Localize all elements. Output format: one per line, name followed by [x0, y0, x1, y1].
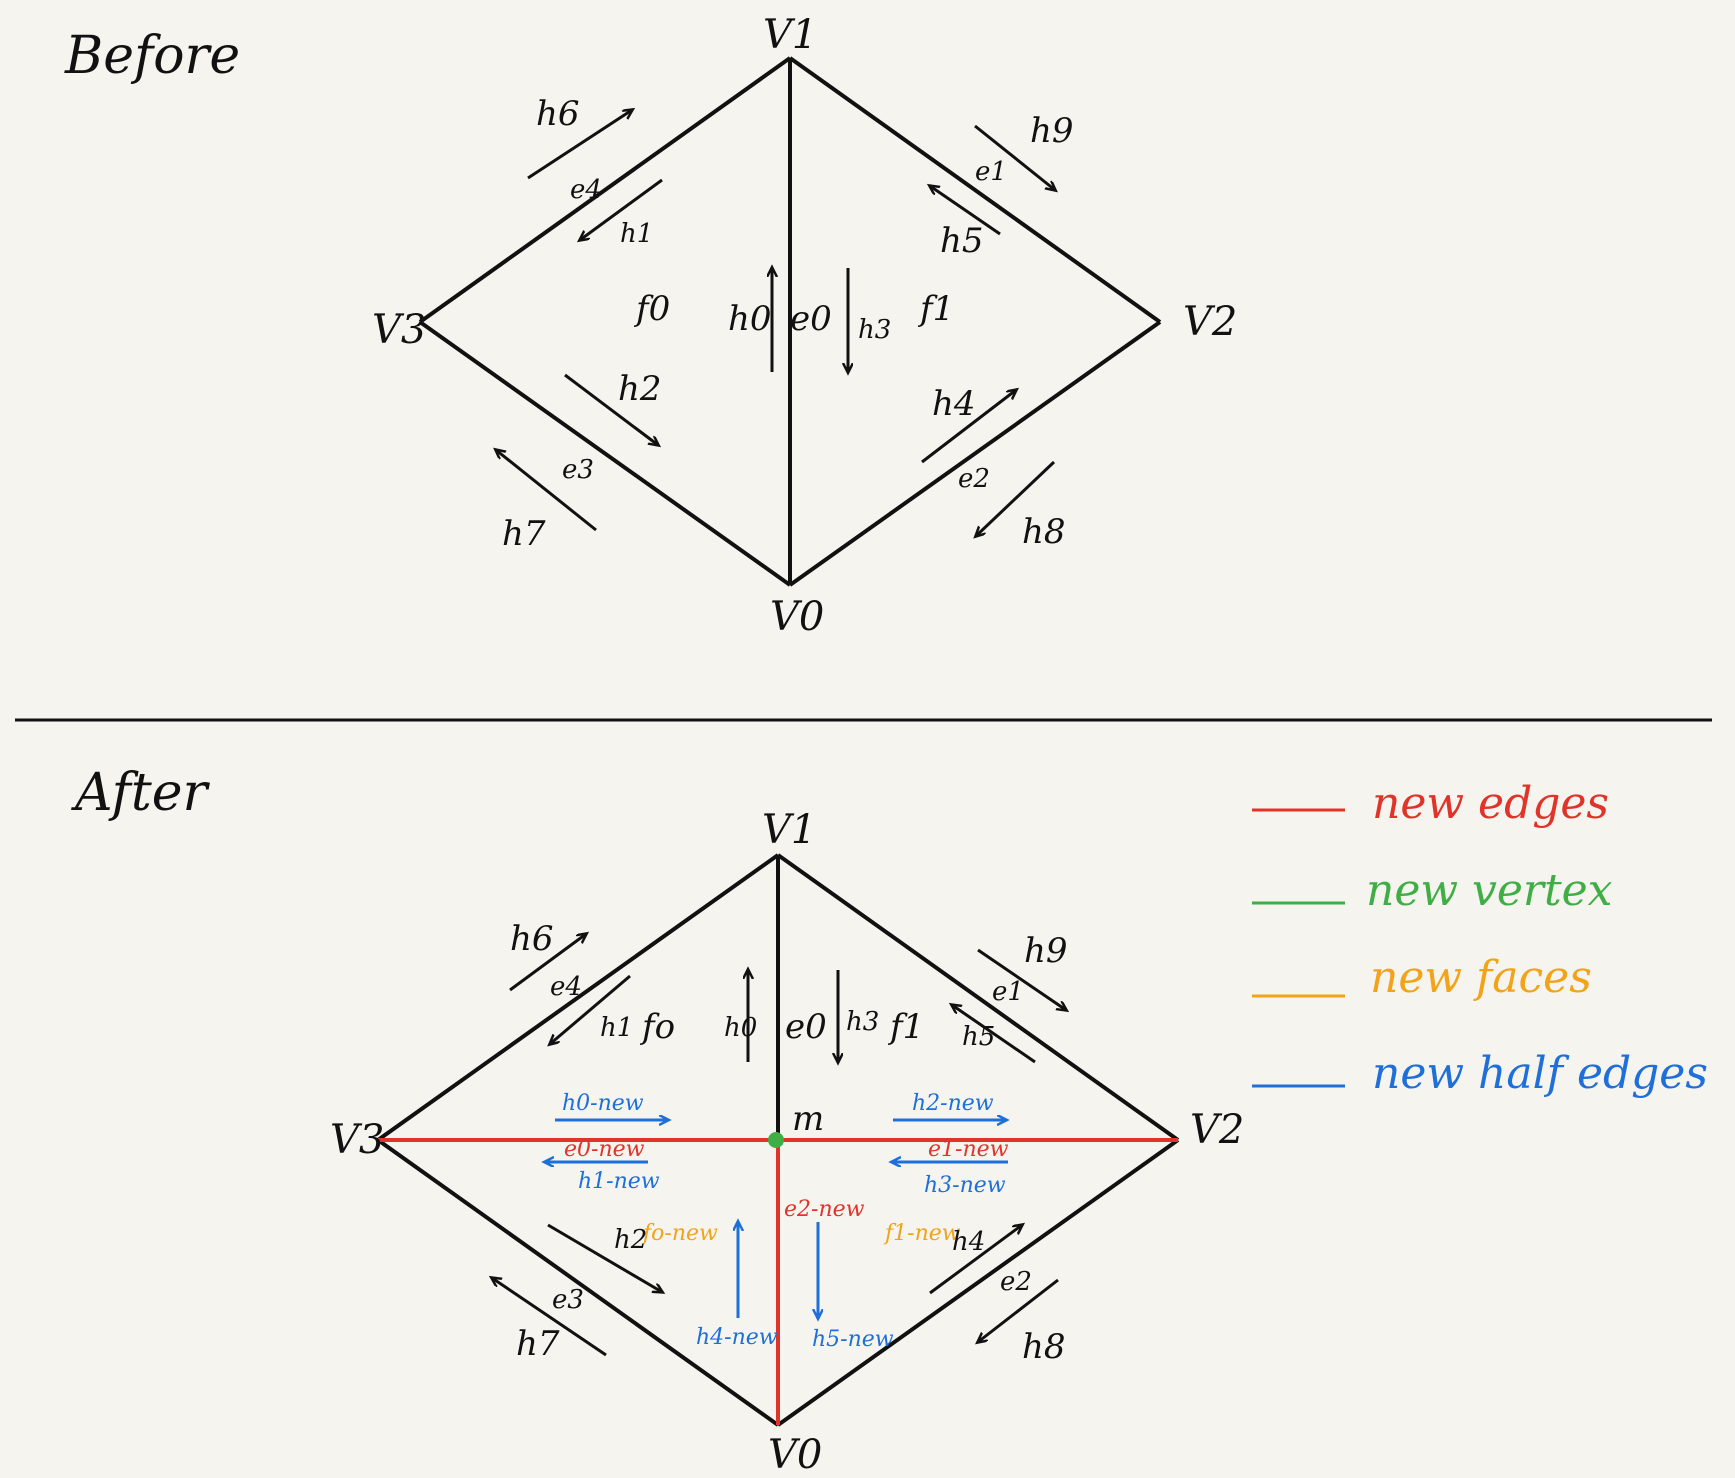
after-vertex-v0: V0 [768, 1432, 822, 1478]
after-vertex-v3: V3 [330, 1117, 384, 1163]
after-edge-e2-line [776, 1138, 1180, 1427]
before-face-f0: f0 [633, 289, 670, 329]
before-h8-arrow [976, 460, 1056, 536]
legend-item-new-vertex: new vertex [1252, 865, 1613, 916]
before-h5-arrow [930, 186, 1001, 236]
after-face-f1: f1 [887, 1007, 924, 1047]
after-halfedge-h2-new: h2-new [912, 1091, 994, 1116]
legend-label-new-half-edges: new half edges [1372, 1048, 1708, 1099]
after-halfedge-h3-new: h3-new [924, 1173, 1006, 1198]
after-halfedge-h4-new: h4-new [696, 1325, 778, 1350]
legend: new edges new vertex new faces new half … [1252, 778, 1708, 1099]
before-edge-e1-line [788, 56, 1162, 324]
after-halfedge-h2: h2 [614, 1225, 647, 1255]
before-edge-e0: e0 [790, 299, 832, 339]
before-halfedge-h3: h3 [858, 315, 891, 345]
after-h6-arrow [509, 934, 586, 992]
after-h8-arrow [978, 1278, 1059, 1342]
after-edge-e0-new: e0-new [564, 1137, 645, 1162]
after-halfedge-h0-new: h0-new [562, 1091, 644, 1116]
after-halfedge-h1: h1 [600, 1013, 633, 1043]
legend-label-new-edges: new edges [1372, 778, 1609, 829]
before-h4-arrow [921, 390, 1016, 464]
before-h7-arrow [496, 450, 597, 532]
legend-item-new-faces: new faces [1252, 952, 1592, 1003]
before-edge-e4: e4 [570, 175, 602, 205]
before-halfedge-h0: h0 [728, 299, 772, 339]
legend-label-new-faces: new faces [1370, 952, 1592, 1003]
after-edge-e4-line [376, 853, 780, 1142]
before-face-f1: f1 [917, 289, 954, 329]
before-edge-e3: e3 [562, 455, 594, 485]
after-halfedge-h9: h9 [1024, 931, 1068, 971]
before-edge-e2: e2 [958, 464, 990, 494]
before-h9-arrow [974, 124, 1055, 190]
after-halfedge-h3: h3 [846, 1007, 879, 1037]
after-h1-arrow [550, 974, 631, 1044]
after-vertex-m: m [792, 1099, 824, 1139]
after-new-vertex-m-dot [768, 1132, 784, 1148]
after-mesh [376, 853, 1180, 1427]
before-vertex-v0: V0 [770, 594, 824, 640]
after-edge-e2: e2 [1000, 1267, 1032, 1297]
before-h1-arrow [580, 178, 663, 240]
before-edge-e1: e1 [975, 157, 1007, 187]
before-halfedge-h8: h8 [1022, 512, 1066, 552]
after-edge-e1: e1 [992, 977, 1024, 1007]
before-title: Before [64, 26, 240, 86]
before-edge-e2-line [788, 320, 1162, 587]
after-section: After [71, 763, 1244, 1478]
after-halfedge-h6: h6 [510, 919, 554, 959]
before-halfedge-h9: h9 [1030, 111, 1074, 151]
legend-item-new-edges: new edges [1252, 778, 1609, 829]
before-halfedge-h4: h4 [932, 384, 976, 424]
after-halfedge-h8: h8 [1022, 1327, 1066, 1367]
after-halfedge-h7: h7 [516, 1324, 560, 1364]
after-vertex-v1: V1 [762, 807, 816, 853]
after-halfedge-h5: h5 [962, 1022, 995, 1052]
after-h2-arrow [547, 1223, 662, 1292]
before-mesh [418, 56, 1162, 587]
before-halfedge-h5: h5 [940, 221, 984, 261]
after-h7-arrow [492, 1278, 607, 1357]
before-vertex-v2: V2 [1183, 299, 1237, 345]
before-vertex-v3: V3 [372, 307, 426, 353]
before-halfedge-h6: h6 [536, 94, 580, 134]
before-edge-e4-line [418, 56, 792, 324]
before-halfedge-arrows [496, 110, 1055, 536]
before-halfedge-h2: h2 [618, 369, 662, 409]
after-face-f1-new: f1-new [883, 1221, 961, 1246]
before-vertex-v1: V1 [763, 12, 817, 58]
after-halfedge-h1-new: h1-new [578, 1169, 660, 1194]
after-halfedge-h0: h0 [724, 1013, 757, 1043]
after-h4-arrow [929, 1225, 1022, 1295]
after-edge-e1-line [776, 853, 1180, 1142]
after-halfedge-arrows [492, 934, 1066, 1357]
before-halfedge-h1: h1 [620, 219, 653, 249]
after-edge-e2-new: e2-new [784, 1197, 865, 1222]
after-edge-e1-new: e1-new [928, 1137, 1009, 1162]
after-new-halfedge-arrows [545, 1120, 1008, 1318]
after-halfedge-h5-new: h5-new [812, 1327, 894, 1352]
after-edge-e0: e0 [785, 1007, 827, 1047]
after-halfedge-h4: h4 [952, 1227, 985, 1257]
before-h6-arrow [527, 110, 632, 180]
legend-label-new-vertex: new vertex [1366, 865, 1613, 916]
after-face-f0: fo [639, 1007, 675, 1047]
after-edge-e3-line [376, 1138, 780, 1427]
after-h5-arrow [952, 1005, 1036, 1064]
after-vertex-v2: V2 [1190, 1107, 1244, 1153]
before-halfedge-h7: h7 [502, 514, 546, 554]
after-title: After [71, 763, 211, 823]
before-h2-arrow [564, 373, 658, 445]
before-section: Before V1 V2 V3 V0 f0 f1 e0 e1 e2 [64, 12, 1237, 640]
after-h9-arrow [977, 948, 1066, 1010]
after-face-f0-new: fo-new [641, 1221, 718, 1246]
after-edge-e4: e4 [550, 972, 582, 1002]
after-edge-e3: e3 [552, 1285, 584, 1315]
legend-item-new-half-edges: new half edges [1252, 1048, 1708, 1099]
before-edge-e3-line [418, 320, 792, 587]
